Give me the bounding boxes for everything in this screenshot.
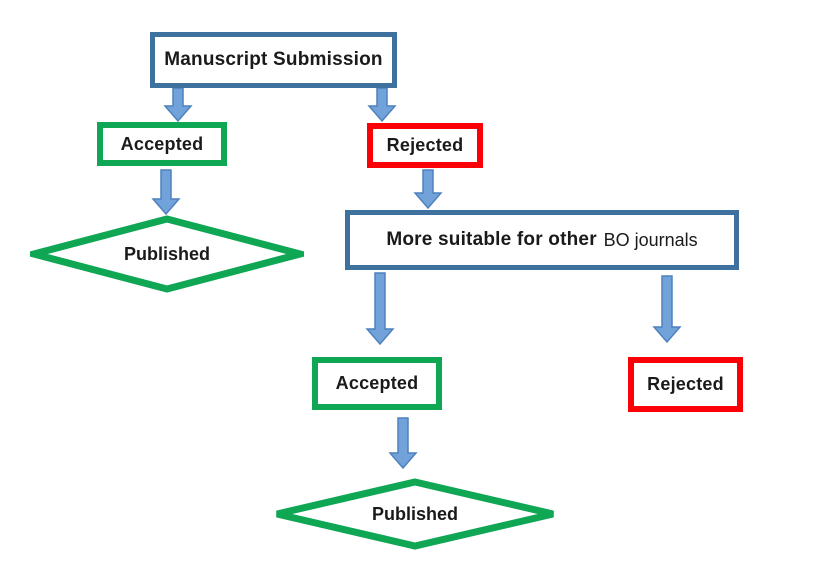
node-accepted-bottom-label: Accepted <box>335 373 419 393</box>
arrow-down-icon-journals-to-rejected <box>652 275 682 344</box>
node-accepted-top: Accepted <box>97 122 227 166</box>
node-rejected-top-label: Rejected <box>386 135 464 155</box>
diamond-shape-icon <box>276 478 554 550</box>
arrow-down-icon-accepted-to-published-bottom <box>388 417 418 470</box>
arrow-down-icon-accepted-to-published <box>151 169 181 216</box>
node-rejected-top: Rejected <box>367 123 483 168</box>
node-manuscript-submission-label: Manuscript Submission <box>164 49 383 70</box>
node-rejected-bottom-label: Rejected <box>647 374 724 394</box>
arrow-down-icon-manuscript-to-accepted <box>163 87 193 123</box>
arrow-down-icon-journals-to-accepted <box>365 272 395 346</box>
node-other-journals: More suitable for other BO journals <box>345 210 739 270</box>
node-accepted-top-label: Accepted <box>120 133 204 154</box>
node-published-bottom-label: Published <box>371 503 458 524</box>
node-published-left: Published <box>30 215 304 293</box>
node-rejected-bottom: Rejected <box>628 357 743 412</box>
node-manuscript-submission: Manuscript Submission <box>150 32 397 88</box>
node-other-journals-label-secondary: BO journals <box>603 229 698 250</box>
node-published-left-label: Published <box>123 243 210 264</box>
node-other-journals-label-primary: More suitable for other <box>386 229 597 250</box>
node-published-bottom: Published <box>273 478 557 550</box>
node-accepted-bottom: Accepted <box>312 357 442 410</box>
arrow-down-icon-rejected-to-journals <box>413 169 443 210</box>
diamond-shape-icon <box>30 215 304 293</box>
arrow-down-icon-manuscript-to-rejected <box>367 87 397 123</box>
